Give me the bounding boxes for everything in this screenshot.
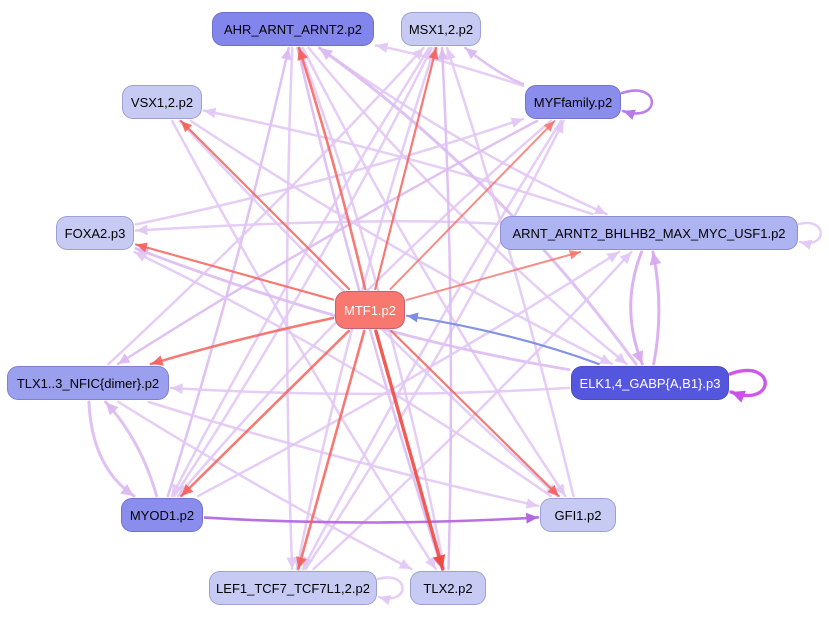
node-label: TLX2.p2 (423, 580, 473, 596)
edge-TLX1-TLX2 (117, 400, 413, 571)
edge-TLX1-MYOD1 (87, 400, 136, 498)
node-label: MYFfamily.p2 (533, 94, 613, 110)
edge-ELK-ARNT (649, 250, 662, 366)
node-MYOD1[interactable]: MYOD1.p2 (121, 498, 203, 532)
edge-FOXA2-MYF (134, 117, 525, 226)
edge-AHR-GFI1 (301, 46, 567, 498)
edge-ARNT-FOXA2 (134, 220, 500, 236)
edge-ELK-MTF1 (405, 312, 600, 366)
node-GFI1[interactable]: GFI1.p2 (540, 498, 616, 532)
node-FOXA2[interactable]: FOXA2.p3 (56, 216, 134, 250)
edge-MTF1-MSX1 (374, 46, 439, 291)
node-label: MYOD1.p2 (129, 507, 195, 523)
edge-ELK-TLX1 (169, 383, 571, 396)
edge-self-ARNT (797, 221, 822, 250)
edge-GFI1-FOXA2 (133, 250, 552, 498)
node-MSX1[interactable]: MSX1,2.p2 (401, 12, 481, 46)
edge-ARNT-ELK (629, 250, 644, 366)
node-AHR[interactable]: AHR_ARNT_ARNT2.p2 (212, 12, 374, 46)
edge-MYF-MSX1 (464, 46, 525, 86)
edge-self-MYF (620, 89, 654, 120)
edge-MYOD1-MSX1 (173, 46, 433, 498)
edge-self-ELK (728, 368, 767, 403)
node-ARNT[interactable]: ARNT_ARNT2_BHLHB2_MAX_MYC_USF1.p2 (500, 216, 798, 250)
edge-MYF-AHR (374, 42, 525, 87)
edge-MTF1-MYF (389, 120, 556, 290)
node-label: MSX1,2.p2 (408, 21, 474, 37)
node-label: ARNT_ARNT2_BHLHB2_MAX_MYC_USF1.p2 (512, 225, 786, 241)
node-label: FOXA2.p3 (64, 225, 126, 241)
edge-MTF1-GFI1 (390, 329, 560, 498)
edge-MTF1-MYOD1 (180, 329, 350, 498)
edge-MYOD1-AHR (166, 46, 292, 498)
node-MYF[interactable]: MYFfamily.p2 (525, 85, 621, 119)
edge-MTF1-VSX1 (179, 119, 351, 291)
node-TLX2[interactable]: TLX2.p2 (410, 571, 486, 605)
edge-LEF1-MYF (304, 119, 565, 571)
node-VSX1[interactable]: VSX1,2.p2 (122, 85, 202, 119)
edge-MYOD1-ARNT (196, 250, 621, 498)
node-MTF1[interactable]: MTF1.p2 (335, 291, 405, 329)
edge-MTF1-TLX1 (149, 316, 335, 366)
edge-AHR-LEF1 (285, 46, 298, 571)
node-LEF1[interactable]: LEF1_TCF7_TCF7L1,2.p2 (209, 571, 377, 605)
edge-MYOD1-GFI1 (203, 512, 540, 524)
node-TLX1[interactable]: TLX1..3_NFIC{dimer}.p2 (7, 366, 169, 400)
edge-AHR-ARNT (318, 46, 608, 216)
edge-MTF1-AHR (297, 46, 367, 291)
edge-TLX1-GFI1 (147, 400, 540, 509)
edge-MTF1-FOXA2 (134, 242, 335, 301)
node-label: ELK1,4_GABP{A,B1}.p3 (579, 375, 721, 391)
node-label: GFI1.p2 (554, 507, 602, 523)
node-label: AHR_ARNT_ARNT2.p2 (224, 21, 362, 37)
edge-MTF1-ARNT (406, 250, 582, 301)
node-label: LEF1_TCF7_TCF7L1,2.p2 (216, 580, 370, 596)
edge-self-LEF1 (376, 576, 404, 606)
node-label: VSX1,2.p2 (130, 94, 194, 110)
edge-MYOD1-TLX1 (104, 400, 159, 498)
edge-MTF1-TLX2 (374, 329, 446, 571)
node-ELK[interactable]: ELK1,4_GABP{A,B1}.p3 (571, 366, 729, 400)
edge-VSX1-TLX2 (170, 119, 438, 571)
node-label: TLX1..3_NFIC{dimer}.p2 (16, 375, 160, 391)
edge-ELK-AHR (318, 46, 638, 366)
edge-AHR-ELK (307, 46, 628, 366)
edge-MSX1-MYOD1 (170, 46, 431, 498)
edge-MYF-TLX1 (116, 119, 539, 366)
node-label: MTF1.p2 (343, 302, 396, 318)
edge-TLX2-MSX1 (437, 46, 453, 571)
edge-MTF1-LEF1 (296, 329, 366, 571)
